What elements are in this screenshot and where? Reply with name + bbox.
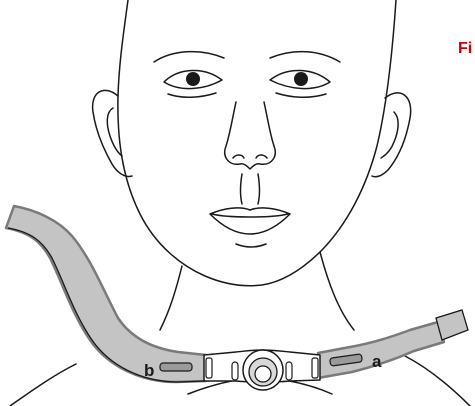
strap-a-tab [436,310,468,340]
left-pupil [186,72,200,86]
right-ear [372,93,411,177]
right-pupil [294,72,308,86]
tube-connector-inner [255,366,271,382]
left-ear [93,90,132,176]
head-outline [118,0,396,286]
slot-b [160,363,192,371]
strap-a-label: a [372,352,382,371]
mouth [210,208,290,234]
neck-right [320,252,354,330]
strap-b-label: b [144,361,154,380]
right-eyebrow [270,52,340,62]
nose [225,102,275,169]
neck-left [160,266,182,330]
left-eyebrow [154,52,224,62]
tube-holder-device: b a [6,206,468,390]
